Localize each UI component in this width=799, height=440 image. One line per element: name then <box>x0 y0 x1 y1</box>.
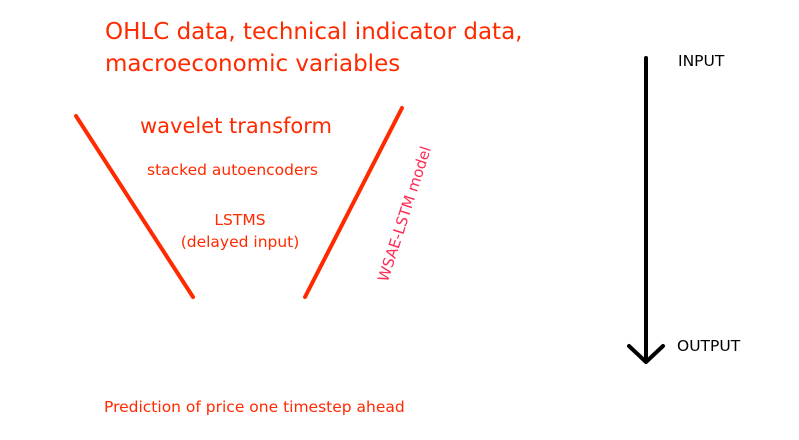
funnel-left-line <box>74 114 195 299</box>
output-label: OUTPUT <box>677 337 741 355</box>
step-stacked-autoencoders: stacked autoencoders <box>147 161 318 179</box>
step-lstm-line-1: LSTMS <box>214 211 266 229</box>
funnel-right-line <box>303 106 404 299</box>
flow-arrow-head <box>627 344 665 364</box>
prediction-text: Prediction of price one timestep ahead <box>104 398 405 416</box>
step-wavelet-transform: wavelet transform <box>140 114 333 138</box>
step-lstm-line-2: (delayed input) <box>180 233 300 251</box>
input-data-title: OHLC data, technical indicator data, mac… <box>105 16 522 80</box>
input-label: INPUT <box>678 52 725 70</box>
input-data-title-line-1: OHLC data, technical indicator data, <box>105 19 523 45</box>
input-data-title-line-2: macroeconomic variables <box>105 51 401 77</box>
step-lstm: LSTMS (delayed input) <box>172 209 308 253</box>
